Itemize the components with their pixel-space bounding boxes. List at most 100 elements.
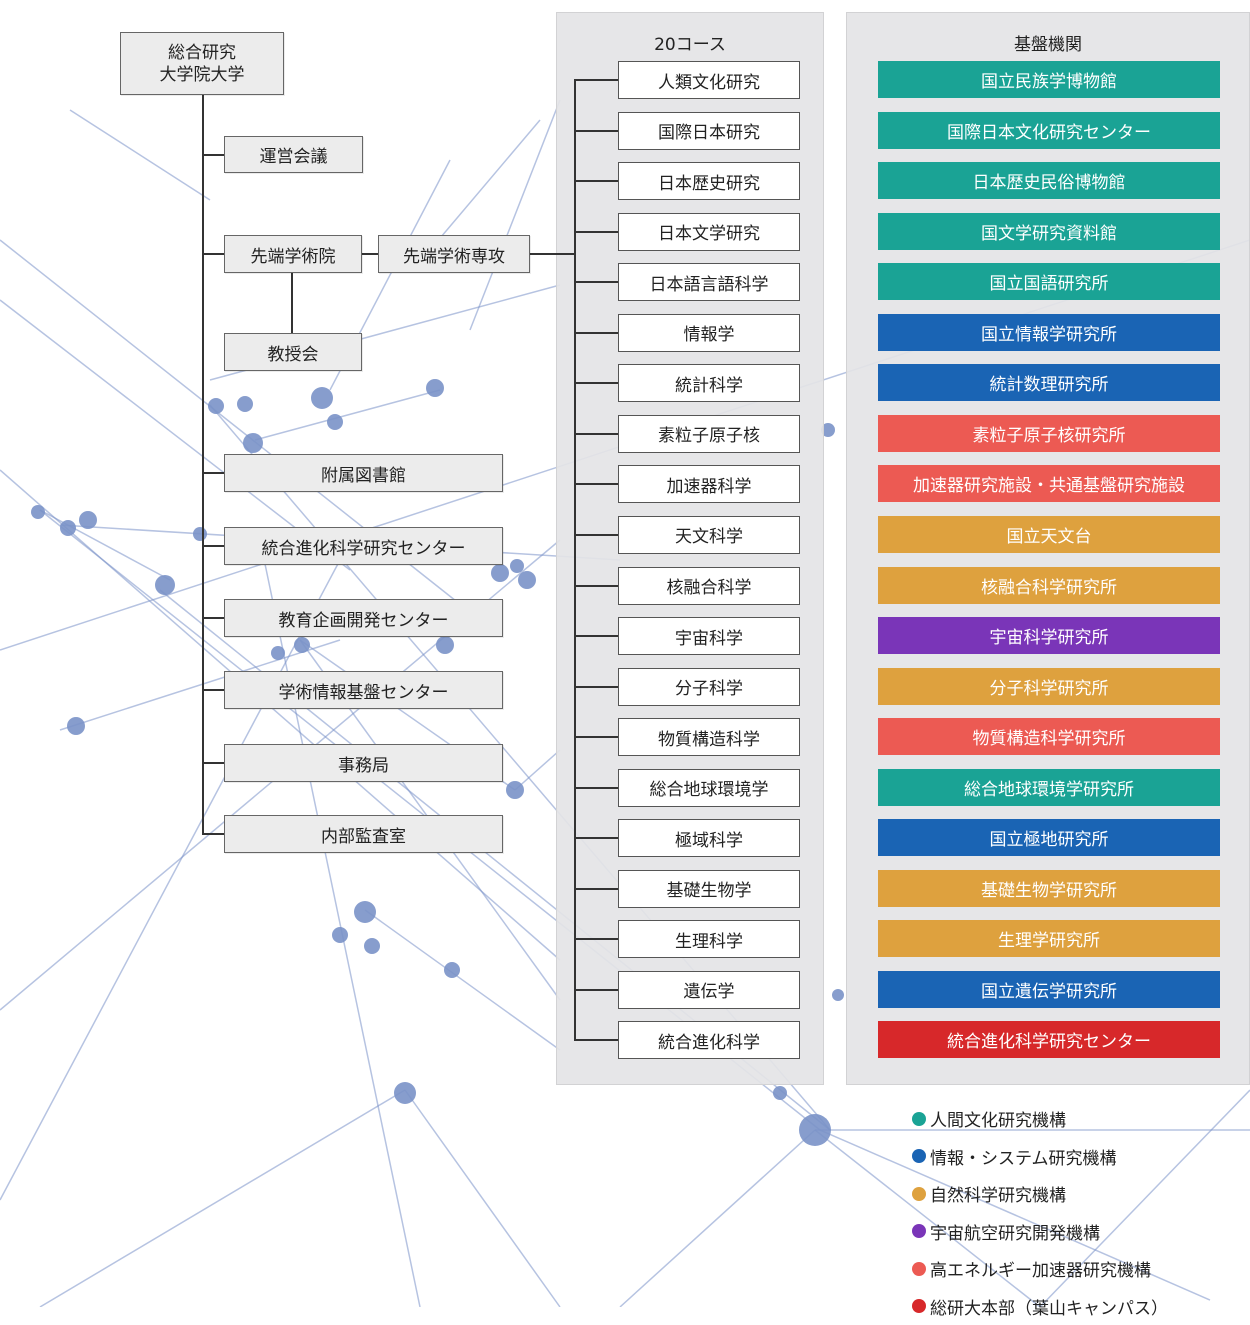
- course-box: 日本文学研究: [618, 213, 800, 251]
- connector-courses-trunk: [574, 80, 576, 1041]
- course-box: 生理科学: [618, 920, 800, 958]
- institution-box: 素粒子原子核研究所: [878, 415, 1220, 452]
- university-name-line2: 大学院大学: [160, 64, 245, 86]
- institution-box: 国立極地研究所: [878, 819, 1220, 856]
- legend-dot: [912, 1299, 926, 1313]
- network-edge: [40, 1090, 405, 1307]
- institution-box: 国立民族学博物館: [878, 61, 1220, 98]
- connector-institute-faculty: [291, 273, 293, 333]
- course-box: 日本歴史研究: [618, 162, 800, 200]
- institute-box: 先端学術院: [224, 235, 362, 273]
- connector-council: [202, 154, 224, 156]
- legend-label: 自然科学研究機構: [930, 1181, 1066, 1206]
- connector-root-trunk: [202, 95, 204, 835]
- network-node: [155, 575, 175, 595]
- institution-box: 基礎生物学研究所: [878, 870, 1220, 907]
- legend-label: 総研大本部（葉山キャンパス）: [930, 1294, 1168, 1319]
- course-box: 分子科学: [618, 668, 800, 706]
- network-node: [436, 636, 454, 654]
- network-node: [294, 637, 310, 653]
- connector-evolution: [202, 545, 224, 547]
- connector-info: [202, 689, 224, 691]
- legend-item: 宇宙航空研究開発機構: [912, 1213, 1168, 1251]
- university-root-box: 総合研究 大学院大学: [120, 32, 284, 95]
- network-edge: [470, 100, 560, 330]
- legend-item: 高エネルギー加速器研究機構: [912, 1250, 1168, 1288]
- connector-course-tick: [574, 231, 618, 233]
- institution-box: 宇宙科学研究所: [878, 617, 1220, 654]
- course-box: 統計科学: [618, 364, 800, 402]
- course-box: 総合地球環境学: [618, 769, 800, 807]
- course-box: 日本語言語科学: [618, 263, 800, 301]
- connector-education: [202, 617, 224, 619]
- connector-course-tick: [574, 585, 618, 587]
- network-node: [354, 901, 376, 923]
- institution-box: 加速器研究施設・共通基盤研究施設: [878, 465, 1220, 502]
- connector-institute-major: [362, 253, 378, 255]
- network-edge: [430, 120, 540, 250]
- connector-course-tick: [574, 534, 618, 536]
- legend-label: 宇宙航空研究開発機構: [930, 1219, 1100, 1244]
- connector-course-tick: [574, 382, 618, 384]
- institution-box: 統計数理研究所: [878, 364, 1220, 401]
- legend-item: 人間文化研究機構: [912, 1100, 1168, 1138]
- connector-course-tick: [574, 332, 618, 334]
- institution-box: 総合地球環境学研究所: [878, 769, 1220, 806]
- network-node: [67, 717, 85, 735]
- connector-institute: [202, 253, 224, 255]
- connector-course-tick: [574, 433, 618, 435]
- legend: 人間文化研究機構 情報・システム研究機構 自然科学研究機構 宇宙航空研究開発機構…: [912, 1100, 1168, 1325]
- course-box: 物質構造科学: [618, 718, 800, 756]
- network-node: [799, 1114, 831, 1146]
- network-node: [60, 520, 76, 536]
- course-box: 加速器科学: [618, 465, 800, 503]
- council-box: 運営会議: [224, 136, 363, 173]
- institution-box: 統合進化科学研究センター: [878, 1021, 1220, 1058]
- connector-secretariat: [202, 762, 224, 764]
- education-center-box: 教育企画開発センター: [224, 599, 503, 637]
- network-node: [773, 1086, 787, 1100]
- connector-library: [202, 472, 224, 474]
- connector-course-tick: [574, 1039, 618, 1041]
- legend-dot: [912, 1187, 926, 1201]
- course-box: 天文科学: [618, 516, 800, 554]
- legend-label: 情報・システム研究機構: [930, 1144, 1117, 1169]
- connector-course-tick: [574, 483, 618, 485]
- network-node: [426, 379, 444, 397]
- major-box: 先端学術専攻: [378, 235, 530, 273]
- institution-box: 分子科学研究所: [878, 668, 1220, 705]
- institution-box: 生理学研究所: [878, 920, 1220, 957]
- network-node: [832, 989, 844, 1001]
- network-edge: [620, 1130, 815, 1307]
- connector-course-tick: [574, 130, 618, 132]
- network-node: [510, 559, 524, 573]
- connector-major-courses: [530, 253, 575, 255]
- courses-title: 20コース: [557, 30, 823, 55]
- course-box: 極域科学: [618, 819, 800, 857]
- legend-dot: [912, 1149, 926, 1163]
- connector-course-tick: [574, 686, 618, 688]
- network-edge: [365, 910, 560, 1050]
- network-node: [332, 927, 348, 943]
- connector-course-tick: [574, 989, 618, 991]
- institution-box: 国立天文台: [878, 516, 1220, 553]
- legend-dot: [912, 1224, 926, 1238]
- faculty-box: 教授会: [224, 333, 362, 371]
- connector-course-tick: [574, 180, 618, 182]
- connector-course-tick: [574, 635, 618, 637]
- network-node: [311, 387, 333, 409]
- course-box: 基礎生物学: [618, 870, 800, 908]
- network-node: [79, 511, 97, 529]
- network-node: [327, 414, 343, 430]
- course-box: 遺伝学: [618, 971, 800, 1009]
- network-edge: [70, 110, 210, 200]
- course-box: 素粒子原子核: [618, 415, 800, 453]
- connector-course-tick: [574, 281, 618, 283]
- evolution-center-box: 統合進化科学研究センター: [224, 527, 503, 565]
- network-node: [193, 527, 207, 541]
- course-box: 情報学: [618, 314, 800, 352]
- institution-box: 日本歴史民俗博物館: [878, 162, 1220, 199]
- institution-box: 国立情報学研究所: [878, 314, 1220, 351]
- network-node: [237, 396, 253, 412]
- network-edge: [40, 510, 170, 580]
